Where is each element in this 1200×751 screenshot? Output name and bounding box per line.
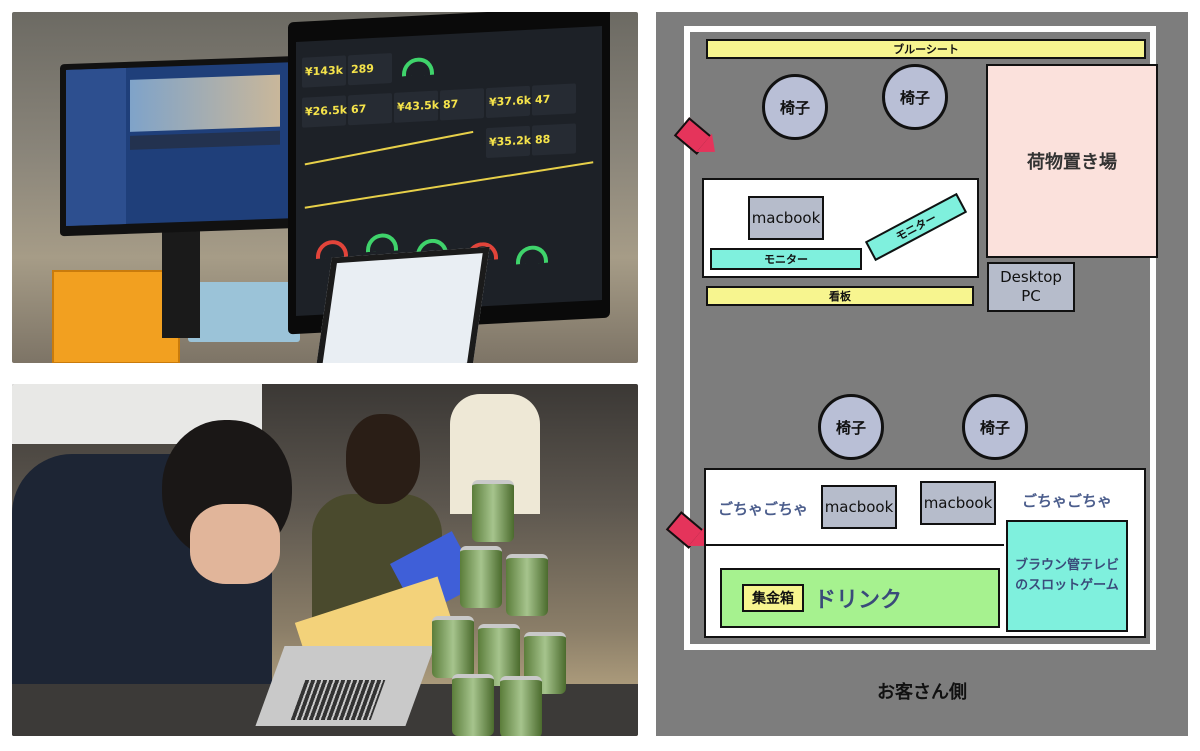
drink-can bbox=[452, 674, 494, 736]
person-leaning-face bbox=[190, 504, 280, 584]
dashboard-tile: 47 bbox=[532, 83, 576, 116]
tile-value: 87 bbox=[443, 97, 459, 112]
tile-value: ¥26.5k bbox=[305, 103, 348, 119]
left-monitor bbox=[60, 55, 304, 237]
clutter-label-left: ごちゃごちゃ bbox=[718, 500, 809, 518]
dashboard-tile: ¥143k bbox=[302, 55, 346, 88]
clutter-label-right: ごちゃごちゃ bbox=[1022, 492, 1113, 510]
tile-value: 289 bbox=[351, 61, 374, 77]
counter-divider bbox=[704, 544, 1004, 546]
dashboard-tile: 88 bbox=[532, 123, 576, 156]
desktop-pc: Desktop PC bbox=[987, 262, 1075, 312]
sparkline bbox=[304, 161, 594, 209]
dashboard-tile: ¥43.5k bbox=[394, 90, 440, 123]
people-at-booth-photo bbox=[12, 384, 638, 736]
gauge bbox=[366, 232, 398, 253]
tile-value: ¥143k bbox=[305, 63, 343, 79]
signboard: 看板 bbox=[706, 286, 974, 306]
dashboard-monitors-photo: ¥143k 289 ¥26.5k 67 ¥43.5k 87 ¥37.6k 47 … bbox=[12, 12, 638, 363]
tile-value: ¥43.5k bbox=[397, 98, 440, 114]
tile-value: 67 bbox=[351, 102, 367, 117]
drink-label: ドリンク bbox=[814, 588, 903, 613]
drink-can bbox=[472, 480, 514, 542]
laptop-keyboard bbox=[290, 680, 386, 720]
blue-sheet: ブルーシート bbox=[706, 39, 1146, 59]
dashboard-tile: 87 bbox=[440, 88, 484, 121]
dashboard-tile: ¥26.5k bbox=[302, 95, 348, 128]
booth-floor-plan: ブルーシート 椅子 椅子 荷物置き場 macbook モニター モニター Des… bbox=[656, 12, 1188, 736]
monitor-a: モニター bbox=[710, 248, 862, 270]
gauge bbox=[516, 244, 548, 265]
plan-frame bbox=[684, 26, 1156, 650]
chair: 椅子 bbox=[882, 64, 948, 130]
storage-area: 荷物置き場 bbox=[986, 64, 1158, 258]
sparkline bbox=[304, 130, 474, 166]
tissue-box bbox=[188, 282, 300, 342]
macbook-left: macbook bbox=[821, 485, 897, 529]
orange-crate bbox=[52, 270, 180, 363]
gauge bbox=[402, 56, 434, 77]
tile-value: ¥37.6k bbox=[489, 93, 532, 109]
drink-can bbox=[460, 546, 502, 608]
tile-value: 88 bbox=[535, 132, 551, 147]
dashboard-tile: 67 bbox=[348, 92, 392, 126]
person-seated-head bbox=[346, 414, 420, 504]
drink-can bbox=[432, 616, 474, 678]
dashboard-tile: ¥35.2k bbox=[486, 125, 532, 159]
customer-side-label: お客さん側 bbox=[877, 682, 967, 703]
macbook-top: macbook bbox=[748, 196, 824, 240]
macbook-right: macbook bbox=[920, 481, 996, 525]
drink-area: 集金箱 ドリンク bbox=[720, 568, 1000, 628]
tile-value: ¥35.2k bbox=[489, 133, 532, 149]
drink-can bbox=[524, 632, 566, 694]
drink-can bbox=[500, 676, 542, 736]
dashboard-tile: ¥37.6k bbox=[486, 85, 532, 119]
crt-slot-game: ブラウン管テレビ のスロットゲーム bbox=[1006, 520, 1128, 632]
chair: 椅子 bbox=[962, 394, 1028, 460]
chair: 椅子 bbox=[762, 74, 828, 140]
tile-value: 47 bbox=[535, 92, 551, 107]
dashboard-tile: 289 bbox=[348, 52, 392, 86]
collection-box: 集金箱 bbox=[742, 584, 804, 612]
chair: 椅子 bbox=[818, 394, 884, 460]
monitor-stand bbox=[162, 228, 200, 338]
laptop-screen bbox=[314, 246, 490, 363]
drink-can bbox=[506, 554, 548, 616]
